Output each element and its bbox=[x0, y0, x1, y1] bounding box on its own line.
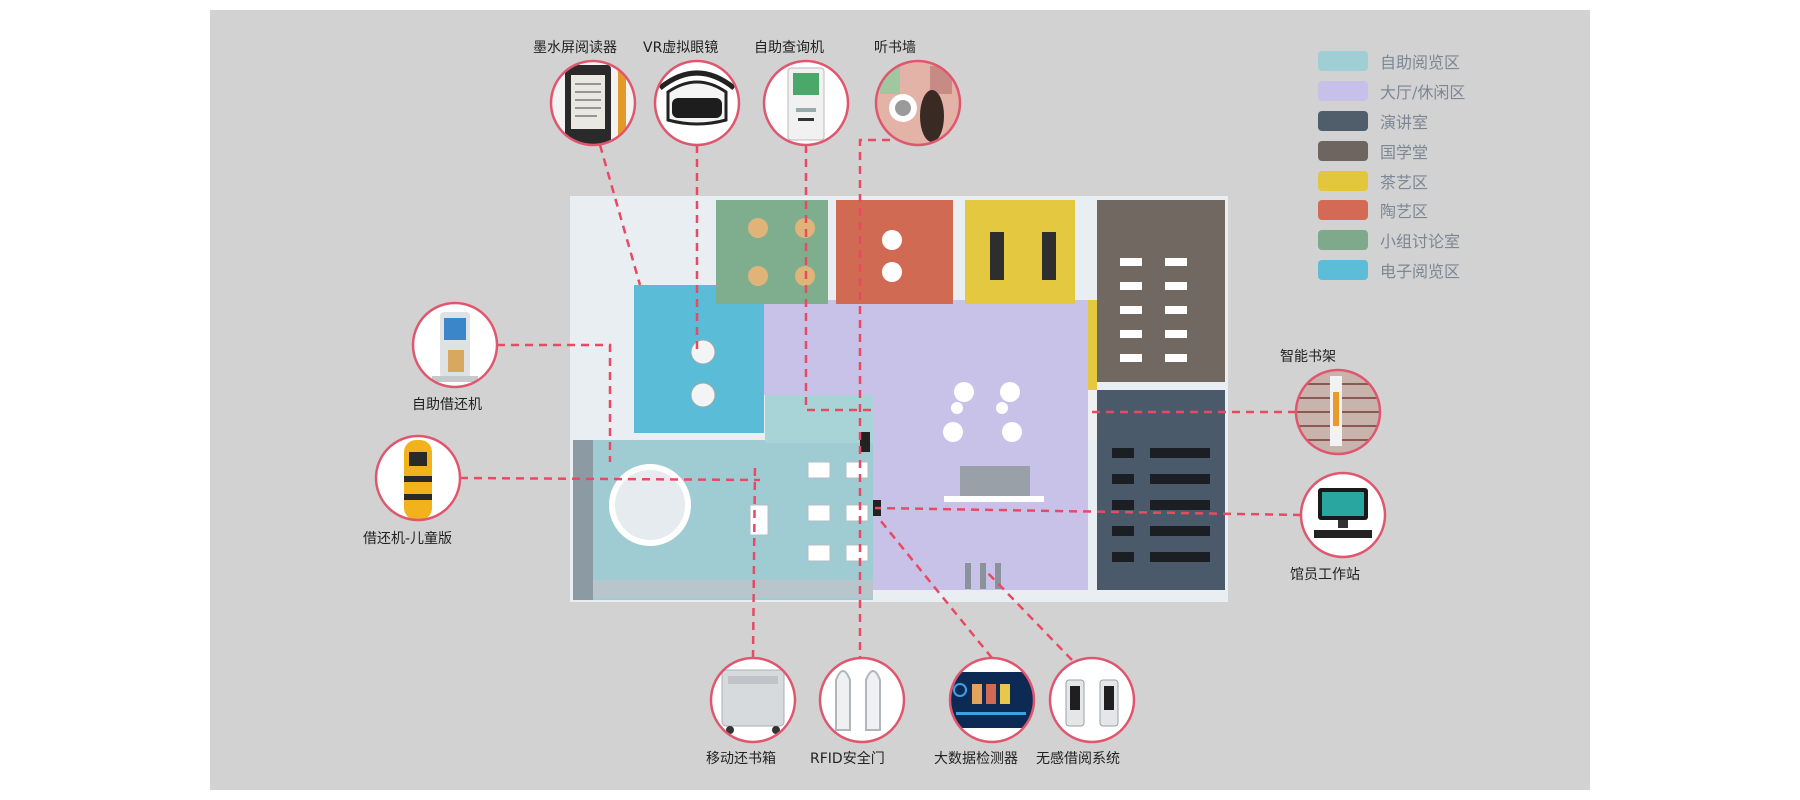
legend-swatch bbox=[1318, 141, 1368, 161]
kids-checkout-icon bbox=[404, 440, 432, 520]
label-mobile-return-box: 移动还书箱 bbox=[706, 751, 776, 767]
legend-item-guoxue: 国学堂 bbox=[1318, 140, 1428, 162]
legend-label: 小组讨论室 bbox=[1380, 232, 1461, 251]
legend-label: 茶艺区 bbox=[1380, 173, 1429, 192]
zone-hall bbox=[764, 300, 1088, 590]
legend-swatch bbox=[1318, 111, 1368, 131]
legend-item-tea: 茶艺区 bbox=[1318, 170, 1428, 192]
callout-line-big-data bbox=[879, 519, 993, 659]
legend-label: 自助阅览区 bbox=[1380, 53, 1461, 72]
legend-label: 电子阅览区 bbox=[1380, 262, 1461, 281]
device-self-checkout bbox=[411, 301, 499, 389]
label-vr-headset: VR虚拟眼镜 bbox=[643, 40, 719, 56]
label-big-data-monitor: 大数据检测器 bbox=[934, 751, 1018, 767]
device-seamless-borrow bbox=[1048, 656, 1136, 744]
smart-shelf-icon bbox=[1296, 370, 1380, 454]
device-smart-shelf bbox=[1294, 368, 1382, 456]
device-vr-headset bbox=[653, 59, 741, 147]
device-mobile-return-box bbox=[709, 656, 797, 744]
bookshelf-row bbox=[593, 580, 873, 598]
callout-lines bbox=[459, 138, 1302, 690]
guoxue-desks bbox=[1120, 258, 1187, 362]
label-smart-shelf: 智能书架 bbox=[1280, 349, 1336, 365]
zone-self-reading-upper bbox=[765, 395, 875, 443]
reading-tables bbox=[749, 461, 869, 562]
callout-line-return-box bbox=[751, 464, 757, 659]
label-librarian-station: 馆员工作站 bbox=[1290, 567, 1360, 583]
legend-swatch bbox=[1318, 260, 1368, 280]
vr-headset-icon bbox=[658, 70, 736, 126]
callout-line-self-checkout bbox=[497, 343, 612, 462]
big-data-monitor-icon bbox=[950, 672, 1034, 728]
legend-label: 大厅/休闲区 bbox=[1380, 83, 1466, 102]
wall-accent bbox=[1088, 300, 1097, 390]
e-ink-reader-icon bbox=[551, 61, 635, 145]
rfid-gate-icon bbox=[835, 670, 881, 731]
round-reading-desk bbox=[609, 464, 691, 546]
legend-swatch bbox=[1318, 200, 1368, 220]
label-self-checkout: 自助借还机 bbox=[412, 397, 482, 413]
callout-line-audio-wall bbox=[858, 138, 890, 690]
rfid-post bbox=[860, 432, 870, 452]
kiosk-icon bbox=[787, 67, 825, 141]
device-kiosk bbox=[762, 59, 850, 147]
device-e-ink-reader bbox=[549, 59, 637, 147]
legend-swatch bbox=[1318, 171, 1368, 191]
legend-item-e-reading: 电子阅览区 bbox=[1318, 259, 1460, 281]
librarian-station-icon bbox=[1314, 488, 1372, 538]
seamless-borrow-icon bbox=[1065, 679, 1119, 727]
device-librarian-station bbox=[1299, 471, 1387, 559]
legend-item-pottery: 陶艺区 bbox=[1318, 199, 1428, 221]
bookshelf-wall bbox=[573, 440, 593, 600]
label-seamless-borrow: 无感借阅系统 bbox=[1036, 751, 1120, 767]
counter bbox=[944, 496, 1044, 502]
device-big-data-monitor bbox=[948, 656, 1036, 744]
label-e-ink-reader: 墨水屏阅读器 bbox=[533, 40, 617, 56]
leisure-seating bbox=[943, 382, 1022, 442]
callout-line-librarian bbox=[874, 506, 1302, 517]
callout-line-seamless bbox=[984, 569, 1073, 661]
tea-tables bbox=[990, 232, 1056, 280]
lecture-seats bbox=[1112, 448, 1210, 562]
device-rfid-gate bbox=[818, 656, 906, 744]
zone-guoxue bbox=[1097, 200, 1225, 382]
legend-swatch bbox=[1318, 51, 1368, 71]
floor-plan bbox=[570, 196, 1228, 602]
discussion-tables bbox=[748, 218, 815, 286]
audio-book-wall-icon bbox=[876, 61, 960, 145]
legend-label: 国学堂 bbox=[1380, 143, 1429, 162]
display-case bbox=[960, 466, 1030, 496]
legend-label: 陶艺区 bbox=[1380, 202, 1429, 221]
legend-item-lecture: 演讲室 bbox=[1318, 110, 1428, 132]
zone-pottery bbox=[836, 200, 953, 304]
label-kids-checkout: 借还机-儿童版 bbox=[363, 531, 453, 547]
callout-line-e-ink bbox=[598, 144, 642, 286]
legend-item-hall: 大厅/休闲区 bbox=[1318, 80, 1465, 102]
device-audio-book-wall bbox=[874, 59, 962, 147]
label-rfid-gate: RFID安全门 bbox=[810, 751, 885, 767]
legend-swatch bbox=[1318, 81, 1368, 101]
label-audio-book-wall: 听书墙 bbox=[874, 40, 916, 56]
legend-item-group-discussion: 小组讨论室 bbox=[1318, 229, 1460, 251]
entry-gates bbox=[965, 563, 1001, 589]
vr-station bbox=[690, 339, 716, 408]
zone-tea bbox=[965, 200, 1075, 304]
label-kiosk: 自助查询机 bbox=[754, 40, 824, 56]
legend-swatch bbox=[1318, 230, 1368, 250]
mobile-return-box-icon bbox=[721, 669, 785, 734]
device-kids-checkout bbox=[374, 434, 462, 522]
pottery-tables bbox=[882, 230, 902, 282]
zone-group-discussion bbox=[716, 200, 828, 304]
callout-line-kiosk bbox=[804, 145, 875, 412]
legend-item-self-reading: 自助阅览区 bbox=[1318, 50, 1460, 72]
smart-shelf-unit bbox=[1088, 390, 1097, 440]
self-checkout-icon bbox=[432, 312, 478, 382]
legend-label: 演讲室 bbox=[1380, 113, 1429, 132]
